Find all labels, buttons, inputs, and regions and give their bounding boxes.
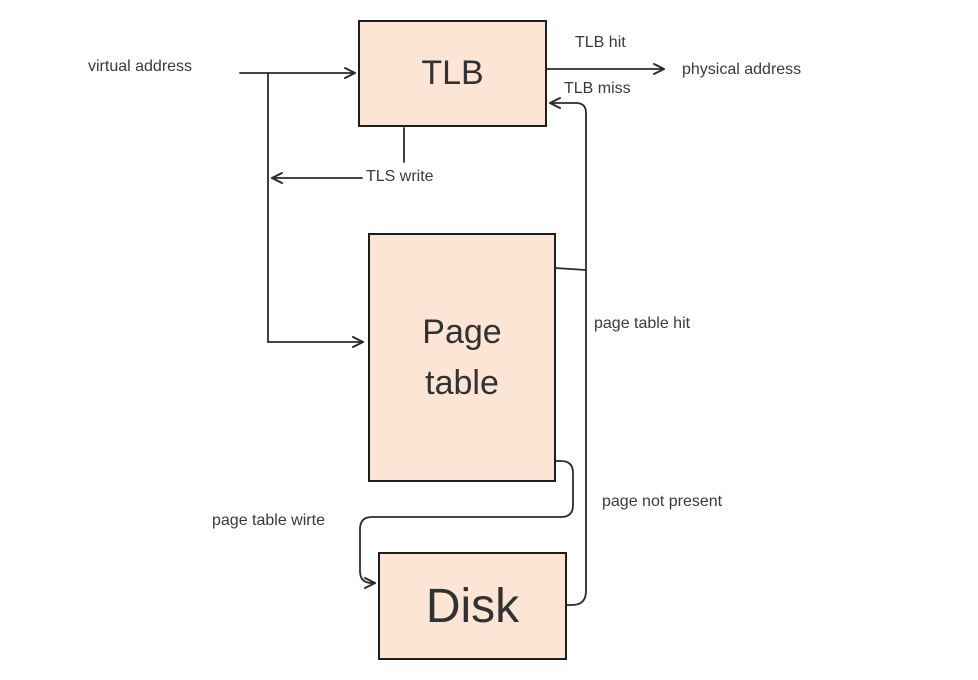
page-table-node: Page table	[368, 233, 556, 482]
virtual-address-label: virtual address	[88, 58, 193, 75]
page-table-hit-connector	[554, 267, 587, 271]
tlb-node-label: TLB	[421, 54, 484, 92]
page-table-hit-label: page table hit	[594, 315, 691, 332]
page-table-write-arrow	[359, 460, 574, 589]
page-table-write-label: page table wirte	[212, 512, 325, 529]
tlb-miss-return-arrow	[549, 97, 587, 606]
disk-node-label: Disk	[425, 579, 520, 633]
physical-address-label: physical address	[682, 61, 802, 78]
virtual-address-branch-arrow	[267, 72, 364, 348]
disk-node: Disk	[378, 552, 567, 660]
tlb-node: TLB	[358, 20, 547, 127]
tlb-hit-label: TLB hit	[575, 34, 626, 51]
page-not-present-label: page not present	[602, 493, 723, 510]
page-table-node-label: Page table	[422, 312, 502, 402]
tls-write-label: TLS write	[366, 168, 434, 185]
tlb-miss-label: TLB miss	[564, 80, 631, 97]
